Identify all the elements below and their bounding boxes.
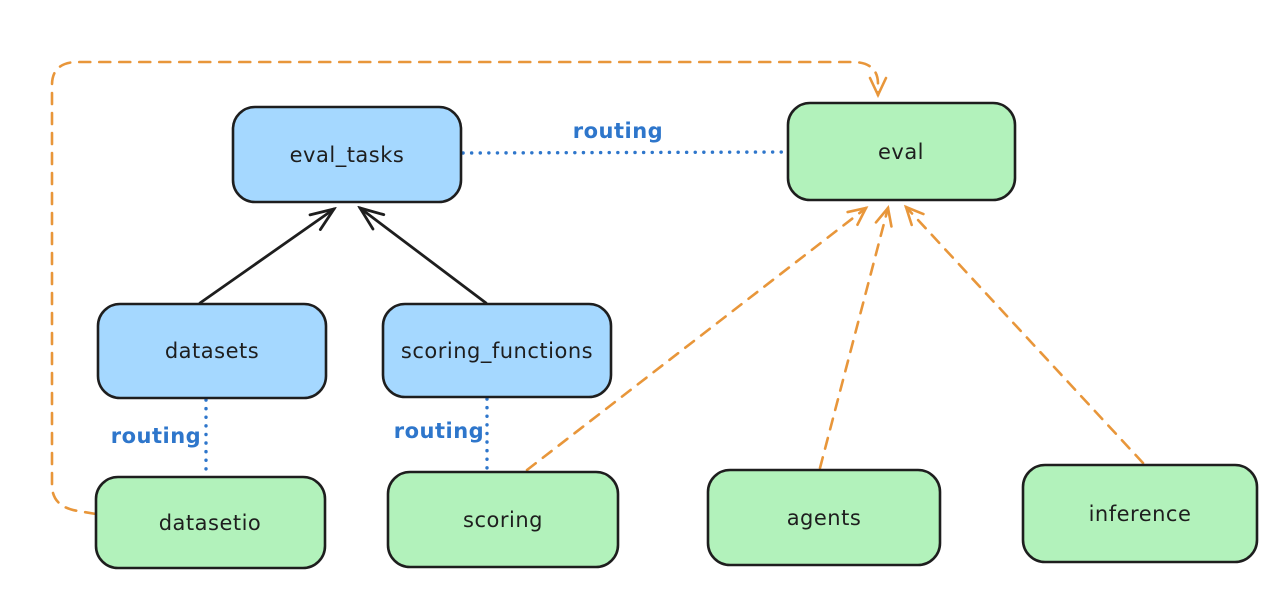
node-agents: agents bbox=[706, 468, 942, 567]
edge-scoring-to-eval bbox=[525, 208, 866, 472]
node-eval-box bbox=[786, 101, 1017, 202]
node-eval: eval bbox=[786, 101, 1017, 202]
routing-label-datasets-datasetio: routing bbox=[111, 424, 201, 448]
edge-scoring-functions-to-eval-tasks bbox=[360, 208, 488, 305]
node-datasetio: datasetio bbox=[94, 475, 327, 570]
node-scoring-functions-label: scoring_functions bbox=[401, 339, 593, 364]
node-datasetio-label: datasetio bbox=[159, 511, 262, 535]
routing-label-scoring-functions-scoring: routing bbox=[394, 419, 484, 443]
edge-agents-to-eval bbox=[818, 208, 888, 470]
node-eval-tasks-label: eval_tasks bbox=[290, 143, 405, 168]
node-eval-label: eval bbox=[878, 140, 924, 164]
edge-datasets-to-eval-tasks bbox=[198, 209, 334, 305]
node-inference: inference bbox=[1021, 463, 1259, 564]
node-scoring-label: scoring bbox=[463, 508, 543, 532]
node-eval-tasks: eval_tasks bbox=[231, 105, 463, 204]
edge-eval-tasks-to-eval-routing bbox=[461, 150, 788, 155]
node-datasets-box bbox=[96, 302, 328, 400]
node-inference-box bbox=[1021, 463, 1259, 564]
node-scoring-functions: scoring_functions bbox=[381, 302, 613, 399]
node-eval-tasks-box bbox=[231, 105, 463, 204]
node-scoring-box bbox=[386, 470, 620, 569]
node-datasets-label: datasets bbox=[165, 339, 259, 363]
node-agents-label: agents bbox=[787, 506, 862, 530]
routing-label-eval-tasks-eval: routing bbox=[573, 119, 663, 143]
node-datasets: datasets bbox=[96, 302, 328, 400]
edge-inference-to-eval bbox=[906, 207, 1145, 465]
node-datasetio-box bbox=[94, 475, 327, 570]
node-agents-box bbox=[706, 468, 942, 567]
node-scoring-functions-box bbox=[381, 302, 613, 399]
node-scoring: scoring bbox=[386, 470, 620, 569]
node-inference-label: inference bbox=[1089, 502, 1192, 526]
